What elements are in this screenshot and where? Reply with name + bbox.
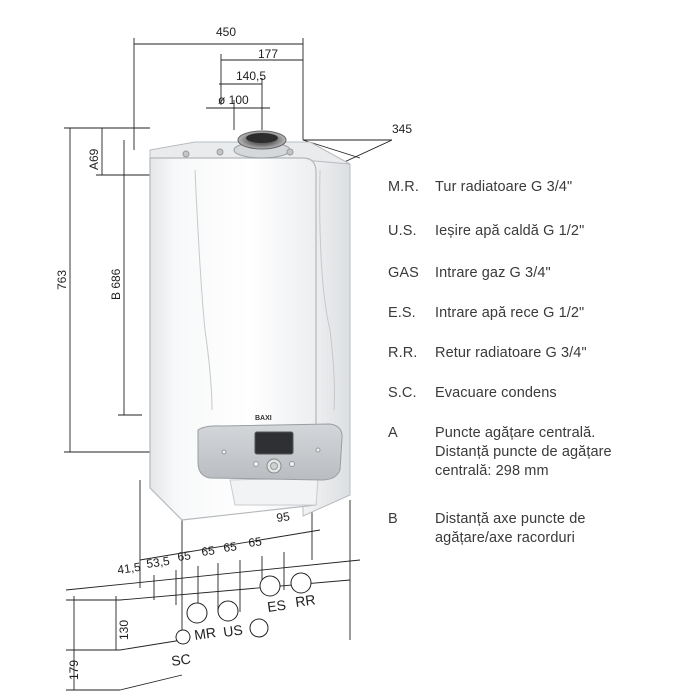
legend-row-gas: GAS Intrare gaz G 3/4" bbox=[388, 264, 551, 283]
legend-code: R.R. bbox=[388, 345, 418, 361]
legend-code: A bbox=[388, 425, 398, 441]
legend-desc: Ieșire apă caldă G 1/2" bbox=[435, 223, 585, 239]
connection-rr bbox=[290, 572, 312, 594]
dim-bottom-4: 65 bbox=[200, 543, 215, 559]
brand-logo: BAXI bbox=[255, 415, 272, 422]
top-fitting-right bbox=[286, 148, 294, 156]
connection-labels: MR US ES RR SC bbox=[170, 591, 316, 669]
connections bbox=[175, 572, 312, 645]
dim-bottom-2: 53,5 bbox=[145, 554, 170, 571]
legend-row-es: E.S. Intrare apă rece G 1/2" bbox=[388, 304, 584, 323]
legend-row-a: A Puncte agățare centrală. Distanță punc… bbox=[388, 424, 612, 481]
connection-es bbox=[259, 575, 281, 597]
top-fitting-left bbox=[182, 150, 190, 158]
bottom-dimensions: 41,5 53,5 65 65 65 65 95 bbox=[116, 509, 290, 577]
button-right bbox=[289, 461, 295, 467]
dim-130: 130 bbox=[117, 620, 131, 640]
top-fitting-mid bbox=[216, 148, 224, 156]
dim-bottom-1: 41,5 bbox=[116, 560, 141, 577]
legend-code: B bbox=[388, 511, 398, 527]
legend-code: U.S. bbox=[388, 223, 417, 239]
display-screen bbox=[254, 431, 294, 455]
dim-bottom-5: 65 bbox=[222, 539, 237, 555]
legend-code: M.R. bbox=[388, 179, 420, 195]
legend-row-b: B Distanță axe puncte de agățare/axe rac… bbox=[388, 510, 586, 548]
legend-row-us: U.S. Ieșire apă caldă G 1/2" bbox=[388, 222, 584, 241]
legend-code: GAS bbox=[388, 265, 419, 281]
dim-bottom-3: 65 bbox=[176, 548, 191, 564]
legend-desc-line: centrală: 298 mm bbox=[435, 463, 549, 479]
dim-b686: B 686 bbox=[109, 268, 123, 300]
legend-desc-line: Distanță puncte de agățare bbox=[435, 444, 612, 460]
legend-desc: Intrare apă rece G 1/2" bbox=[435, 305, 585, 321]
dim-345: 345 bbox=[392, 122, 412, 136]
dim-177: 177 bbox=[258, 47, 278, 61]
dim-bottom-7: 95 bbox=[275, 509, 290, 525]
label-mr: MR bbox=[193, 624, 217, 643]
legend-desc: Evacuare condens bbox=[435, 385, 557, 401]
dim-763: 763 bbox=[55, 270, 69, 290]
legend-desc-line: agățare/axe racorduri bbox=[435, 530, 575, 546]
lower-cover bbox=[229, 477, 319, 506]
boiler-body: BAXI bbox=[149, 130, 351, 521]
legend-row-sc: S.C. Evacuare condens bbox=[388, 384, 557, 403]
connection-gas bbox=[249, 618, 269, 638]
legend-desc-line: Puncte agățare centrală. bbox=[435, 425, 596, 441]
legend-desc: Tur radiatoare G 3/4" bbox=[435, 179, 573, 195]
button-left bbox=[253, 461, 259, 467]
legend-code: E.S. bbox=[388, 305, 416, 321]
legend-desc: Intrare gaz G 3/4" bbox=[435, 265, 551, 281]
dim-bottom-6: 65 bbox=[247, 534, 262, 550]
front-contour bbox=[194, 169, 335, 411]
connection-sc bbox=[175, 629, 191, 645]
dim-a69: A69 bbox=[87, 148, 101, 170]
button-right-2 bbox=[315, 447, 321, 453]
legend-desc: Puncte agățare centrală. Distanță puncte… bbox=[435, 424, 612, 481]
flue-opening bbox=[246, 133, 278, 143]
control-knob-inner bbox=[270, 462, 278, 470]
legend-code: S.C. bbox=[388, 385, 417, 401]
legend-row-mr: M.R. Tur radiatoare G 3/4" bbox=[388, 178, 572, 197]
label-rr: RR bbox=[294, 591, 316, 610]
legend-desc-line: Distanță axe puncte de bbox=[435, 511, 586, 527]
label-us: US bbox=[222, 621, 243, 640]
legend-desc: Distanță axe puncte de agățare/axe racor… bbox=[435, 510, 586, 548]
label-sc: SC bbox=[170, 650, 191, 669]
button-left-2 bbox=[221, 449, 227, 455]
dim-450: 450 bbox=[216, 25, 236, 39]
legend-row-rr: R.R. Retur radiatoare G 3/4" bbox=[388, 344, 587, 363]
connection-mr bbox=[186, 602, 208, 624]
label-es: ES bbox=[266, 597, 287, 615]
connection-us bbox=[217, 600, 239, 622]
legend-desc: Retur radiatoare G 3/4" bbox=[435, 345, 587, 361]
dim-diameter-100: ø 100 bbox=[218, 93, 249, 107]
dim-140-5: 140,5 bbox=[236, 69, 266, 83]
dim-179: 179 bbox=[67, 660, 81, 680]
